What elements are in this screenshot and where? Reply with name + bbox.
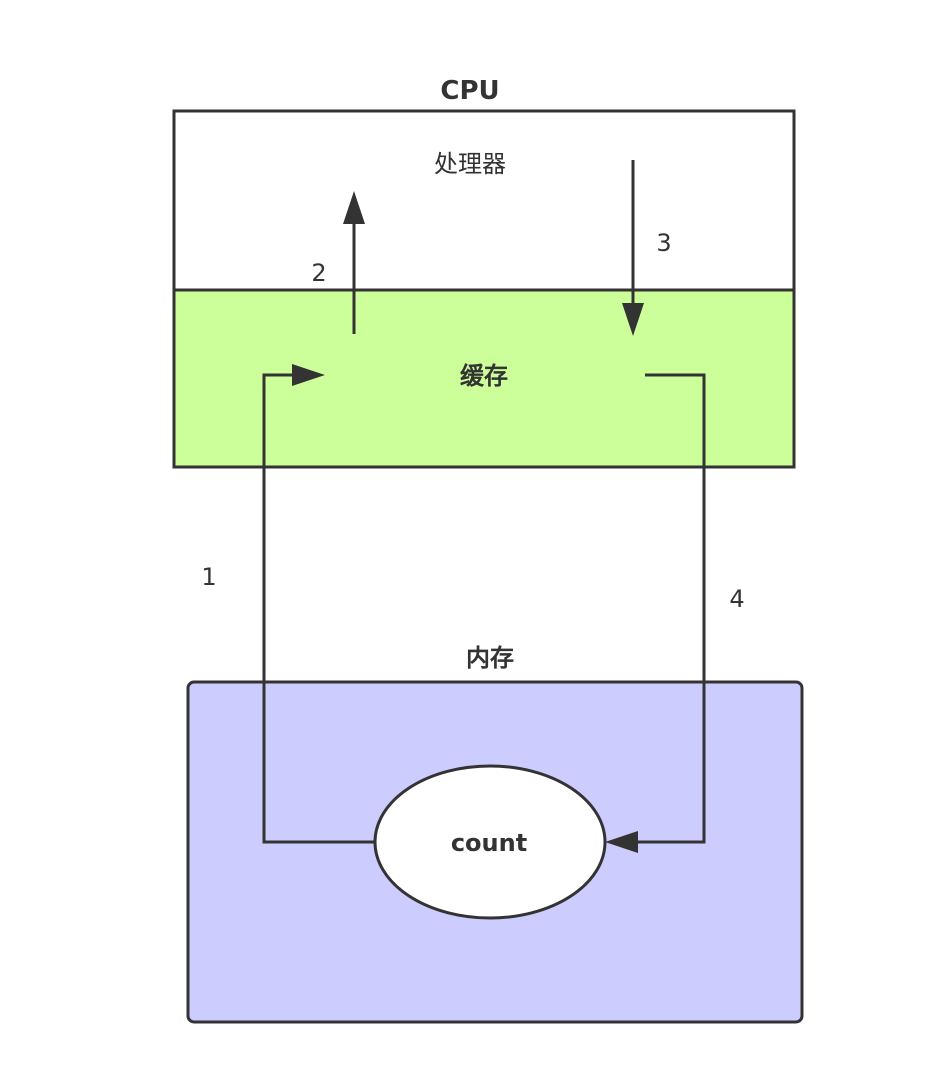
step-4-label: 4 [729, 585, 744, 613]
arrow-step-4-head [605, 831, 638, 853]
arrow-step-4-line [630, 373, 706, 844]
step-2-label: 2 [311, 259, 326, 287]
arrow-step-2-head [343, 191, 365, 224]
processor-label: 处理器 [434, 150, 506, 178]
memory-title: 内存 [466, 644, 514, 672]
processor-box [172, 109, 796, 292]
cache-box [172, 288, 796, 469]
cpu-title: CPU [440, 76, 499, 106]
arrow-step-3-head [622, 303, 644, 336]
arrow-step-1-line [262, 373, 376, 844]
cache-label: 缓存 [460, 362, 508, 390]
step-3-label: 3 [656, 229, 671, 257]
step-1-label: 1 [201, 563, 216, 591]
arrow-step-1-head [292, 364, 325, 386]
count-variable-label: count [451, 829, 527, 857]
